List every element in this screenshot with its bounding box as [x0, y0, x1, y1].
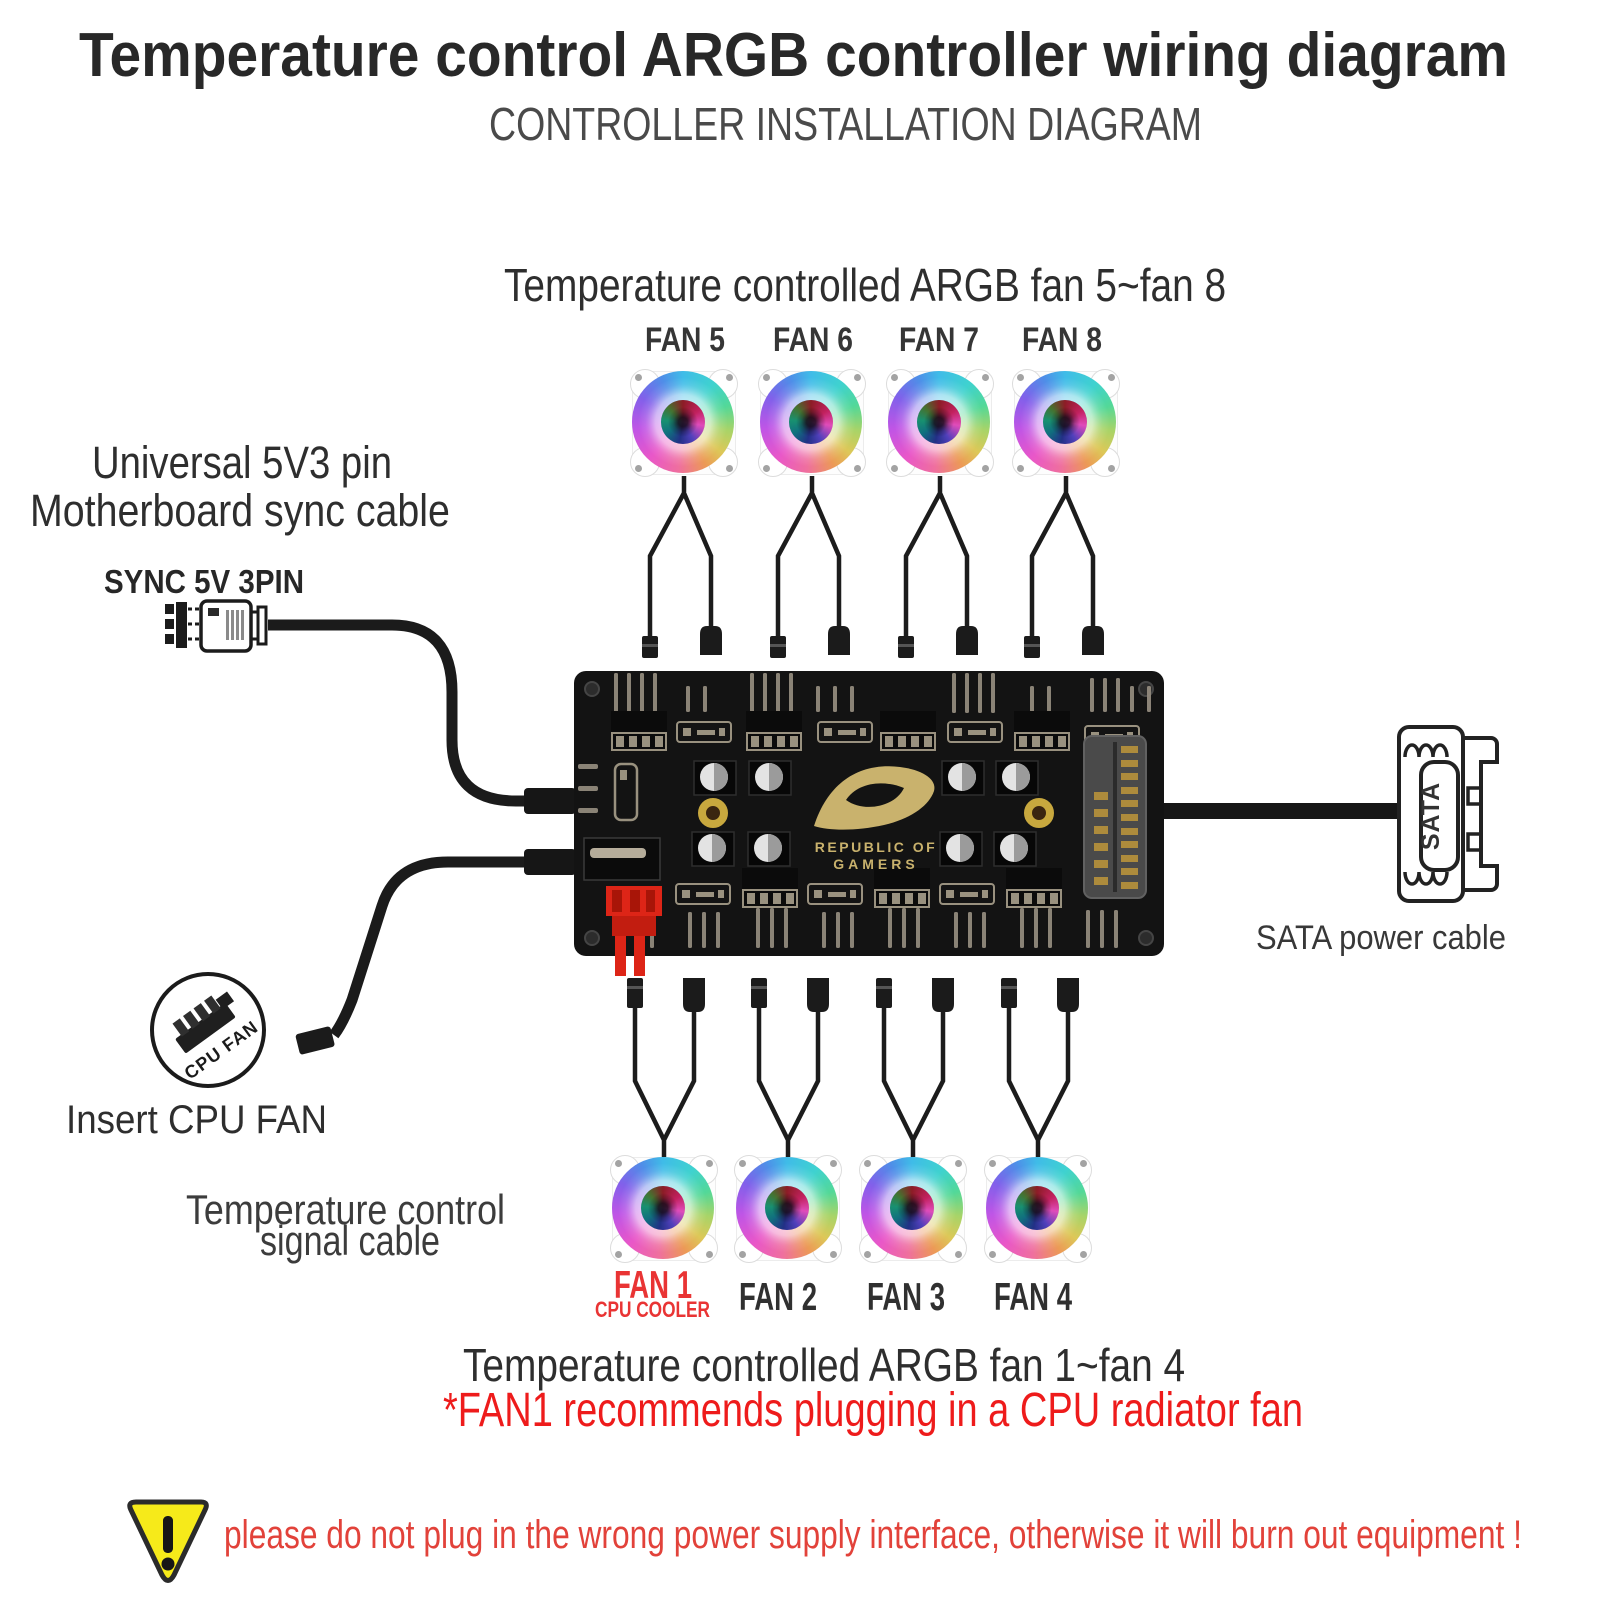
svg-text:SATA: SATA	[1417, 782, 1445, 850]
svg-text:REPUBLIC OF: REPUBLIC OF	[815, 839, 937, 855]
svg-text:GAMERS: GAMERS	[833, 856, 918, 872]
